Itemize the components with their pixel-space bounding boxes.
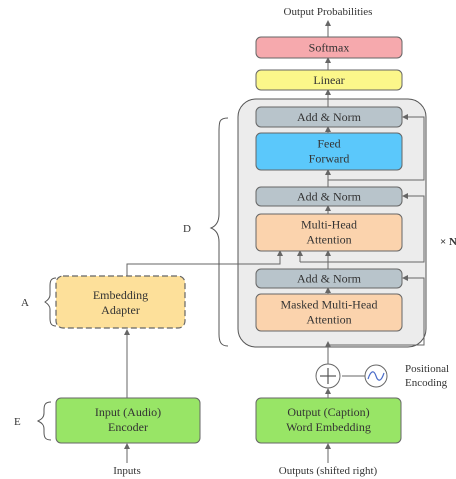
add-norm-top-label: Add & Norm [297,110,362,124]
input-encoder-box [55,397,201,444]
residual-1 [328,275,425,346]
add-norm-top-box [255,106,403,128]
add-norm-bottom-box [255,268,403,289]
add-norm-bottom-label: Add & Norm [297,272,362,286]
masked-attention-label-2: Attention [306,313,351,327]
output-embedding-box [255,397,402,444]
output-embedding-label-2: Word Embedding [286,420,371,434]
input-encoder-label-2: Encoder [108,420,148,434]
brace-a-label: A [21,297,29,309]
times-n-label: × N [440,236,456,248]
adapter-to-mha [126,250,283,276]
softmax-label: Softmax [309,41,350,55]
brace-d-icon [209,117,229,347]
output-embedding-label-1: Output (Caption) [287,405,369,419]
feed-forward-label-2: Forward [309,152,350,166]
add-norm-mid-box [255,186,403,207]
connections [124,20,425,463]
brace-e-label: E [14,416,21,428]
residual-3 [328,114,425,181]
positional-encoding-label-2: Encoding [405,377,448,389]
inputs-label: Inputs [113,465,141,477]
embedding-adapter-box [55,275,186,329]
brace-e-icon [36,401,52,441]
linear-label: Linear [313,73,344,87]
multi-head-attention-box [255,213,403,252]
linear-box [255,69,403,91]
plus-circle-icon [315,363,341,389]
feed-forward-box [255,132,403,171]
sine-wave-icon [364,364,388,388]
positional-encoding-label-1: Positional [405,363,449,375]
brace-a-icon [44,277,57,327]
feed-forward-label-1: Feed [317,137,340,151]
residual-2 [328,193,425,263]
embedding-adapter-label-1: Embedding [93,288,148,302]
masked-attention-label-1: Masked Multi-Head [281,298,378,312]
add-norm-mid-label: Add & Norm [297,190,362,204]
output-probabilities-label: Output Probabilities [284,6,373,18]
outputs-label: Outputs (shifted right) [279,465,378,477]
multi-head-attention-label-2: Attention [306,233,351,247]
brace-d-label: D [183,223,191,235]
softmax-box [255,36,403,59]
multi-head-attention-label-1: Multi-Head [301,218,357,232]
embedding-adapter-label-2: Adapter [101,303,140,317]
masked-attention-box [255,293,403,332]
input-encoder-label-1: Input (Audio) [95,405,161,419]
